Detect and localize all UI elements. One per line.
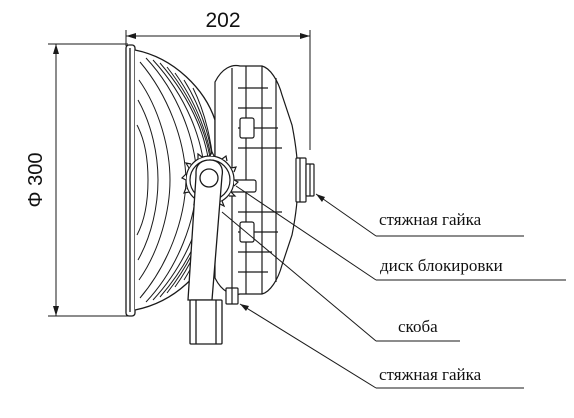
width-dimension: [125, 30, 311, 150]
callout-bracket: скоба: [398, 317, 438, 336]
front-frame: [125, 44, 136, 317]
leader-lines: [221, 185, 566, 389]
callout-nut-top: стяжная гайка: [379, 210, 482, 229]
bracket: [187, 159, 224, 345]
leader-arrowheads: [240, 194, 325, 311]
leader-nut-top: [315, 193, 377, 237]
leader-bracket: [221, 211, 377, 342]
rear-cable-gland: [295, 157, 315, 203]
callout-lock-disc: диск блокировки: [380, 256, 503, 275]
leader-lock-disc: [235, 185, 377, 281]
width-dimension-label: 202: [205, 9, 240, 32]
leader-nut-bottom: [239, 303, 377, 389]
callout-nut-bottom: стяжная гайка: [379, 365, 482, 384]
diameter-dimension: [48, 43, 128, 317]
diameter-dimension-label: Φ 300: [25, 153, 47, 208]
bottom-nut: [225, 287, 239, 305]
